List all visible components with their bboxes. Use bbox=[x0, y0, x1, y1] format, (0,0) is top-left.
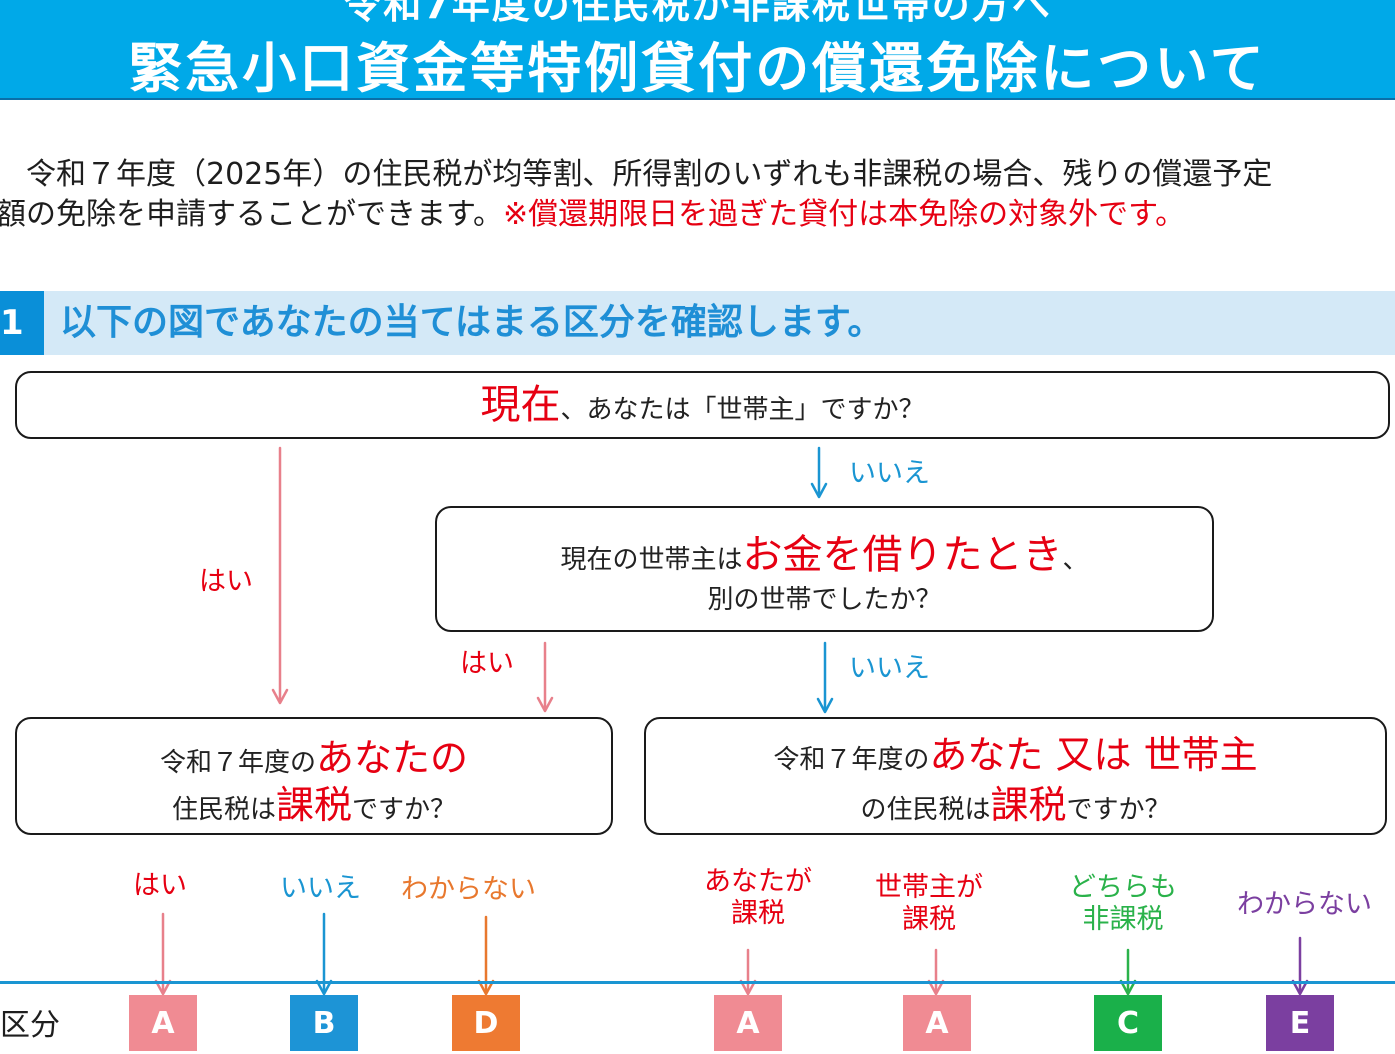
label-q2-no: いいえ bbox=[849, 653, 930, 684]
arrow-q3-unknown bbox=[477, 915, 495, 996]
answer-q4-you-line2: 課税 bbox=[731, 898, 785, 929]
q2-line2: 別の世帯でしたか？ bbox=[707, 585, 942, 615]
q3-line1: 令和７年度のあなたの bbox=[17, 733, 611, 788]
arrow-q4-you bbox=[739, 948, 757, 996]
answer-q4-head-line2: 課税 bbox=[902, 904, 956, 935]
arrow-q4-unknown bbox=[1291, 936, 1309, 996]
q2-emphasis: お金を借りたとき bbox=[742, 532, 1063, 578]
arrow-q3-no bbox=[315, 912, 333, 996]
answer-q4-unknown: わからない bbox=[1237, 889, 1372, 920]
category-badge-e: E bbox=[1266, 995, 1334, 1051]
header-subtitle: 令和7年度の住民税が非課税世帯の方へ bbox=[343, 0, 1052, 27]
q3-line2: 住民税は課税ですか？ bbox=[17, 781, 611, 834]
arrow-q1-no bbox=[810, 446, 828, 499]
q3-emphasis2: 課税 bbox=[275, 783, 352, 827]
intro-line1: 令和７年度（2025年）の住民税が均等割、所得割のいずれも非課税の場合、残りの償… bbox=[26, 157, 1273, 192]
q3-emphasis1: あなたの bbox=[316, 736, 469, 780]
answer-q4-head-line1: 世帯主が bbox=[875, 872, 983, 903]
category-label: 区分 bbox=[0, 1008, 60, 1043]
step-heading: 1 以下の図であなたの当てはまる区分を確認します。 bbox=[0, 291, 1395, 355]
answer-q4-neither-line2: 非課税 bbox=[1082, 904, 1164, 935]
category-badge-a: A bbox=[129, 995, 197, 1051]
intro-paragraph: 令和７年度（2025年）の住民税が均等割、所得割のいずれも非課税の場合、残りの償… bbox=[0, 155, 1391, 235]
q1-rest: 、あなたは「世帯主」ですか？ bbox=[560, 395, 925, 425]
category-badge-a: A bbox=[903, 995, 971, 1051]
q4-emphasis2: 課税 bbox=[990, 783, 1067, 827]
q4-line2: の住民税は課税ですか？ bbox=[646, 781, 1385, 834]
category-badge-b: B bbox=[290, 995, 358, 1051]
answer-q3-yes: はい bbox=[133, 870, 187, 901]
q1-text: 現在、あなたは「世帯主」ですか？ bbox=[17, 379, 1388, 436]
q3-prefix: 令和７年度の bbox=[159, 748, 316, 778]
category-badge-d: D bbox=[452, 995, 520, 1051]
step-number: 1 bbox=[0, 291, 44, 355]
answer-q3-unknown: わからない bbox=[401, 874, 536, 905]
arrow-q4-neither bbox=[1119, 948, 1137, 996]
category-badge-a: A bbox=[714, 995, 782, 1051]
q3-line2-prefix: 住民税は bbox=[171, 795, 276, 825]
q4-line2-suffix: ですか？ bbox=[1066, 795, 1171, 825]
label-q2-yes: はい bbox=[460, 648, 514, 679]
page-header: 令和7年度の住民税が非課税世帯の方へ 緊急小口資金等特例貸付の償還免除について bbox=[0, 0, 1395, 100]
question-your-tax: 令和７年度のあなたの 住民税は課税ですか？ bbox=[15, 717, 613, 835]
category-baseline bbox=[0, 981, 1395, 984]
answer-q4-you: あなたが 課税 bbox=[700, 866, 816, 930]
label-q1-no: いいえ bbox=[849, 458, 930, 489]
answer-q3-no: いいえ bbox=[280, 873, 361, 904]
intro-line2: 額の免除を申請することができます。※償還期限日を過ぎた貸付は本免除の対象外です。 bbox=[0, 195, 1391, 235]
q4-prefix: 令和７年度の bbox=[773, 745, 930, 775]
answer-q4-you-line1: あなたが bbox=[704, 866, 812, 897]
answer-q4-neither-line1: どちらも bbox=[1069, 872, 1177, 903]
question-household-head: 現在、あなたは「世帯主」ですか？ bbox=[15, 371, 1390, 439]
header-title: 緊急小口資金等特例貸付の償還免除について bbox=[128, 37, 1267, 100]
q4-line2-prefix: の住民税は bbox=[860, 795, 991, 825]
q3-line2-suffix: ですか？ bbox=[352, 795, 457, 825]
question-you-or-head-tax: 令和７年度のあなた 又は 世帯主 の住民税は課税ですか？ bbox=[644, 717, 1387, 835]
question-separate-household: 現在の世帯主はお金を借りたとき、 別の世帯でしたか？ bbox=[435, 506, 1214, 632]
step-text: 以下の図であなたの当てはまる区分を確認します。 bbox=[60, 302, 884, 343]
arrow-q2-no bbox=[816, 641, 834, 714]
label-q1-yes: はい bbox=[199, 566, 253, 597]
q2-line1: 現在の世帯主はお金を借りたとき、 bbox=[437, 530, 1212, 585]
arrow-q3-yes bbox=[154, 912, 172, 996]
arrow-q1-yes bbox=[271, 446, 289, 705]
category-badge-c: C bbox=[1094, 995, 1162, 1051]
arrow-q4-head bbox=[927, 948, 945, 996]
intro-line2-text: 額の免除を申請することができます。 bbox=[0, 197, 503, 232]
q4-line1: 令和７年度のあなた 又は 世帯主 bbox=[646, 729, 1385, 786]
answer-q4-neither: どちらも 非課税 bbox=[1064, 872, 1182, 936]
q4-emphasis1: あなた 又は 世帯主 bbox=[929, 733, 1258, 777]
arrow-q2-yes bbox=[536, 641, 554, 713]
q1-emphasis: 現在 bbox=[480, 382, 561, 428]
intro-exclusion-note: ※償還期限日を過ぎた貸付は本免除の対象外です。 bbox=[503, 197, 1186, 232]
answer-q4-head: 世帯主が 課税 bbox=[871, 872, 987, 936]
q2-prefix: 現在の世帯主は bbox=[560, 545, 743, 575]
q2-suffix: 、 bbox=[1062, 545, 1089, 575]
